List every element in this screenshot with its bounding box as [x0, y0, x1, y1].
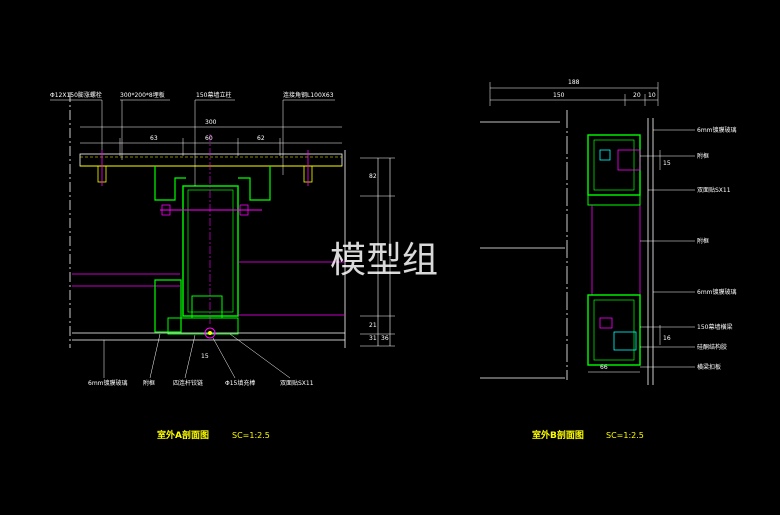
section-a-label-tape: 双面贴SX11 [280, 379, 314, 387]
section-a: 300 63 60 62 Φ12X150膨涨螺栓 300*200*8埋板 150… [50, 91, 395, 441]
section-a-dim-31: 31 [369, 335, 377, 342]
section-b-dim-lower: 16 [663, 335, 671, 342]
section-b-upper-transom-inner [593, 139, 635, 191]
section-b-scale: SC=1:2.5 [606, 431, 644, 440]
section-b-dim-main: 150 [553, 92, 565, 99]
section-b-upper-subframe [587, 194, 641, 206]
section-a-mullion-inner [187, 189, 234, 313]
section-a-label-hinge: 四连杆铰链 [173, 379, 203, 387]
section-a-label-glass: 6mm镀膜玻璃 [88, 379, 128, 387]
section-b-label-frame-mid: 附框 [697, 237, 709, 245]
section-b-dim-10: 10 [648, 92, 656, 99]
section-a-bolt-right [303, 150, 313, 186]
section-a-label-mullion: 150幕墙立柱 [196, 91, 231, 99]
section-b-label-tape: 双面贴SX11 [697, 186, 731, 194]
section-b-label-glass-mid: 6mm镀膜玻璃 [697, 288, 737, 296]
section-a-dim-total: 300 [205, 119, 217, 126]
section-b-label-frame-top: 附框 [697, 152, 709, 160]
section-b-dim-upper: 15 [663, 160, 671, 167]
section-a-dim-right: 62 [257, 135, 265, 142]
section-b-dim-total: 188 [568, 79, 580, 86]
section-b: 188 150 20 10 15 16 66 6m [480, 79, 737, 441]
section-a-dim-82: 82 [369, 173, 377, 180]
section-a-angle-right [238, 166, 271, 201]
section-b-label-sealant: 硅酮结构胶 [697, 343, 727, 351]
section-b-lower-transom [587, 294, 641, 366]
section-a-bolt-left [97, 150, 107, 186]
section-a-dim-21: 21 [369, 322, 377, 329]
section-b-label-glass-top: 6mm镀膜玻璃 [697, 126, 737, 134]
section-b-label-insulation: 横梁扣板 [697, 363, 721, 371]
section-b-dim-20: 20 [633, 92, 641, 99]
section-a-label-frame: 附框 [143, 379, 155, 387]
section-a-dim-36: 36 [381, 335, 389, 342]
section-a-seal-rod [204, 327, 216, 339]
section-a-label-plate: 300*200*8埋板 [120, 91, 165, 99]
section-a-mullion [182, 185, 239, 317]
section-a-label-bolt: Φ12X150膨涨螺栓 [50, 91, 102, 99]
section-b-label-transom: 150幕墙横梁 [697, 323, 732, 331]
section-b-dim-bottom: 66 [600, 364, 608, 371]
section-a-base-profile [167, 317, 239, 335]
section-a-label-seal: Φ15填充棒 [225, 379, 255, 387]
section-b-title: 室外B剖面图 [532, 429, 584, 441]
watermark: 模型组 [330, 240, 438, 281]
section-a-angle-left [154, 166, 186, 201]
section-a-dim-middle: 60 [205, 135, 213, 142]
section-b-lower-transom-inner [593, 299, 635, 361]
section-a-title: 室外A剖面图 [157, 429, 209, 441]
section-a-dim-15: 15 [201, 353, 209, 360]
section-a-scale: SC=1:2.5 [232, 431, 270, 440]
section-a-label-angle: 连接角钢L100X63 [283, 91, 334, 99]
section-a-seal-core [208, 331, 212, 335]
section-a-dim-left: 63 [150, 135, 158, 142]
